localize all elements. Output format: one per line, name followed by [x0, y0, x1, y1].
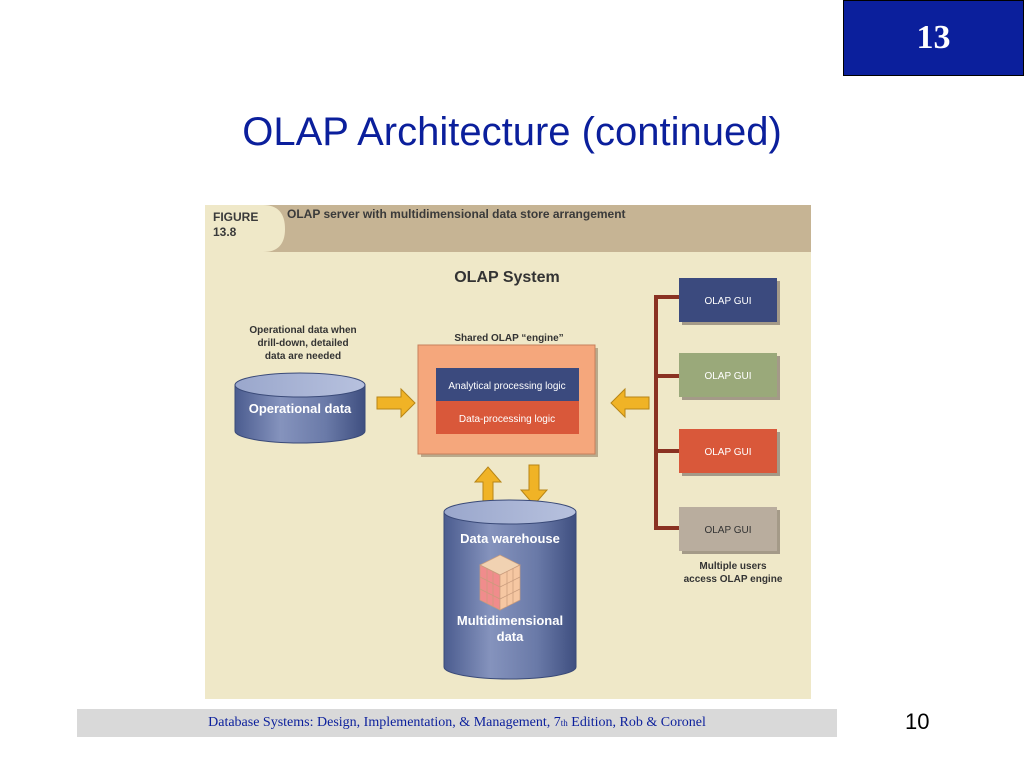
chapter-number-badge: 13 — [843, 0, 1024, 76]
users-note-line2: access OLAP engine — [684, 574, 783, 585]
operational-database-icon — [234, 372, 366, 444]
olap-system-title: OLAP System — [454, 269, 560, 286]
operational-to-engine-arrow — [376, 387, 416, 419]
olap-gui-box-4 — [679, 507, 777, 551]
footer-citation: Database Systems: Design, Implementation… — [77, 709, 837, 737]
olap-gui-label-3: OLAP GUI — [704, 447, 751, 458]
operational-note-line1: Operational data when — [249, 325, 356, 336]
warehouse-title: Data warehouse — [460, 531, 560, 546]
figure-caption: OLAP server with multidimensional data s… — [287, 207, 626, 221]
page-number: 10 — [905, 709, 930, 734]
figure-diagram: FIGURE 13.8 OLAP server with multidimens… — [205, 205, 811, 680]
engine-to-warehouse-arrow — [519, 464, 549, 506]
gui-connector-lines — [654, 295, 679, 530]
footer-superscript: th — [560, 718, 568, 728]
footer-text-before: Database Systems: Design, Implementation… — [208, 715, 561, 730]
multidim-line2: data — [497, 629, 525, 644]
gui-to-engine-arrow — [610, 387, 650, 419]
operational-note-line3: data are needed — [265, 351, 341, 362]
footer-text-after: Edition, Rob & Coronel — [567, 715, 706, 730]
multidim-line1: Multidimensional — [457, 613, 563, 628]
data-logic-box — [436, 401, 579, 434]
olap-gui-label-1: OLAP GUI — [704, 296, 751, 307]
figure-label-tab — [205, 205, 285, 252]
slide-title: OLAP Architecture (continued) — [242, 110, 782, 154]
olap-gui-box-1 — [679, 278, 777, 322]
olap-architecture-figure: FIGURE 13.8 OLAP server with multidimens… — [205, 205, 811, 699]
data-logic-label: Data-processing logic — [459, 414, 555, 425]
figure-label-line2: 13.8 — [213, 225, 237, 239]
analytical-logic-box — [436, 368, 579, 401]
olap-gui-box-3 — [679, 429, 777, 473]
users-note-line1: Multiple users — [699, 561, 767, 572]
analytical-logic-label: Analytical processing logic — [448, 381, 565, 392]
operational-data-label: Operational data — [249, 401, 352, 416]
olap-gui-box-2 — [679, 353, 777, 397]
chapter-number: 13 — [916, 19, 951, 56]
figure-header-band — [205, 205, 811, 252]
figure-label-line1: FIGURE — [213, 210, 258, 224]
operational-note-line2: drill-down, detailed — [257, 338, 348, 349]
olap-gui-label-2: OLAP GUI — [704, 371, 751, 382]
engine-title: Shared OLAP “engine” — [454, 333, 563, 344]
olap-gui-label-4: OLAP GUI — [704, 525, 751, 536]
multidimensional-cube-icon — [479, 554, 521, 611]
